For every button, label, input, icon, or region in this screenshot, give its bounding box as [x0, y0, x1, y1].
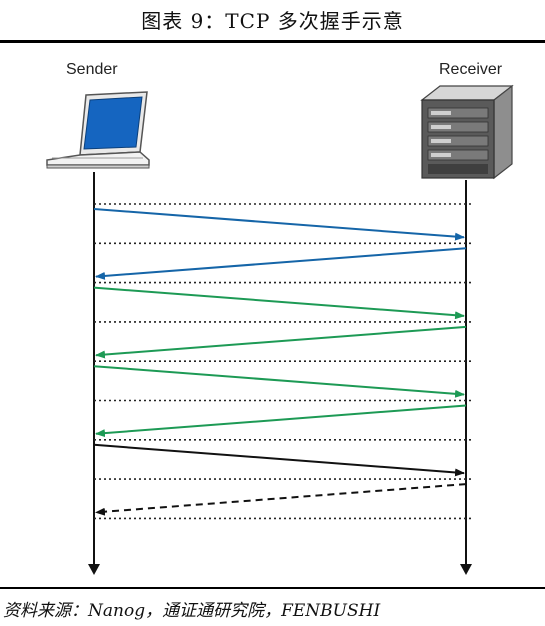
message-arrow-4: [95, 325, 467, 359]
message-arrow-3: [93, 286, 465, 320]
receiver-timeline-arrowhead: [460, 564, 472, 575]
message-arrow-7: [93, 443, 465, 477]
separator-lines: [94, 203, 472, 520]
message-arrows: [93, 208, 467, 516]
message-arrow-1: [93, 208, 465, 241]
receiver-label: Receiver: [439, 61, 503, 78]
handshake-diagram: [46, 84, 514, 575]
message-arrow-5: [93, 365, 465, 398]
message-arrow-6: [95, 404, 467, 438]
source-note: 资料来源：Nanog，通证通研究院，FENBUSHI: [3, 601, 381, 621]
figure-title: 图表 9：TCP 多次握手示意: [141, 9, 404, 33]
bottom-rule: [0, 587, 545, 589]
sender-timeline-arrowhead: [88, 564, 100, 575]
laptop-icon: [46, 91, 150, 169]
server-icon: [420, 84, 514, 180]
top-rule: [0, 40, 545, 43]
message-arrow-2: [95, 247, 467, 280]
sender-label: Sender: [66, 61, 118, 78]
message-arrow-8: [95, 483, 467, 516]
